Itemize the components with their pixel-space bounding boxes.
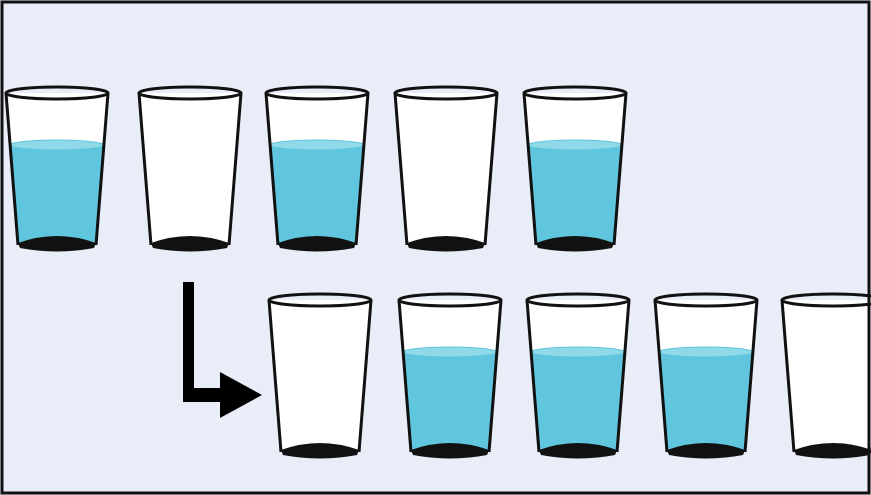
water-surface (403, 347, 497, 357)
water (531, 352, 625, 452)
top-row-glass-5 (524, 87, 626, 252)
water (270, 145, 364, 245)
glass-body (782, 300, 871, 452)
glass-body (269, 300, 371, 452)
top-row-glass-3 (266, 87, 368, 252)
water (659, 352, 753, 452)
top-row-glass-2 (139, 87, 241, 252)
water-surface (10, 140, 104, 150)
bottom-row-glass-4 (655, 294, 757, 459)
water (528, 145, 622, 245)
bottom-row-glass-2 (399, 294, 501, 459)
glass-body (395, 93, 497, 245)
bottom-row-glass-5 (782, 294, 871, 459)
glass-body (139, 93, 241, 245)
water-surface (528, 140, 622, 150)
top-row-glass-1 (6, 87, 108, 252)
water-surface (531, 347, 625, 357)
bottom-row-glass-3 (527, 294, 629, 459)
bottom-row-glass-1 (269, 294, 371, 459)
water (403, 352, 497, 452)
top-row-glass-4 (395, 87, 497, 252)
water-surface (270, 140, 364, 150)
water-surface (659, 347, 753, 357)
water (10, 145, 104, 245)
